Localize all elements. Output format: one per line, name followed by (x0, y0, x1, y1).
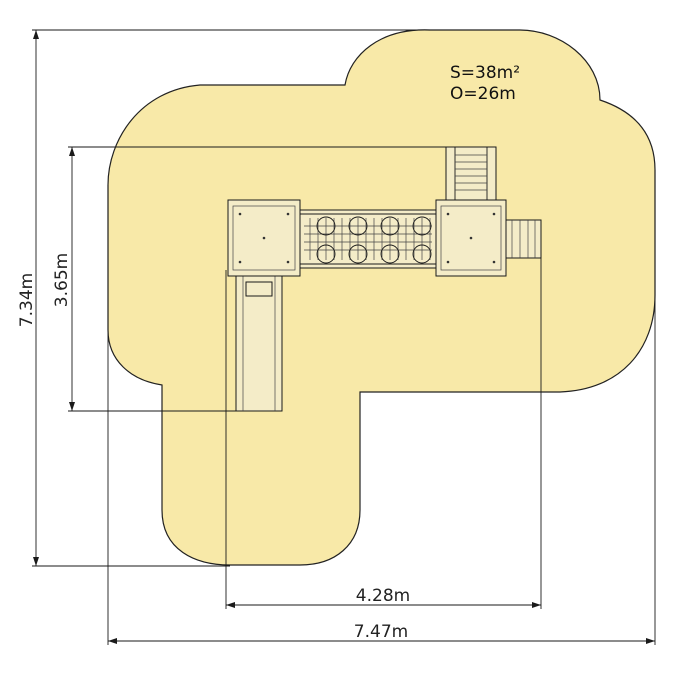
dimension-inner-height: 3.65m (52, 146, 470, 412)
left-platform (227, 199, 301, 277)
total-height-label: 7.34m (17, 273, 37, 327)
safety-zone (107, 29, 656, 566)
inner-width-label: 4.28m (356, 586, 410, 606)
ladder (445, 146, 497, 201)
total-width-label: 7.47m (354, 622, 408, 642)
slide (235, 274, 283, 412)
area-label: S=38m² (450, 63, 520, 83)
dimension-total-width: 7.47m (107, 170, 656, 645)
net-bridge (299, 209, 437, 269)
dimension-total-height: 7.34m (17, 29, 430, 567)
perimeter-label: O=26m (450, 84, 516, 104)
steps (505, 219, 542, 259)
dimension-inner-width: 4.28m (225, 258, 542, 609)
right-platform (435, 199, 507, 277)
inner-height-label: 3.65m (52, 253, 72, 307)
